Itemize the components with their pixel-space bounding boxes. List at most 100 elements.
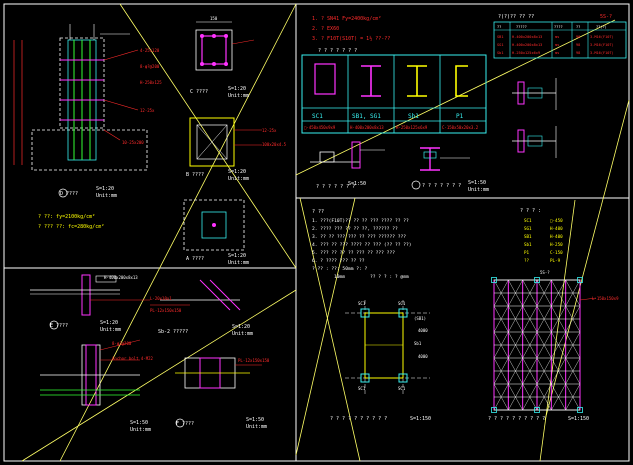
frame-brace <box>536 331 552 359</box>
frame-brace <box>493 305 509 333</box>
general-notes: 1. ???(F10T)?? ?? ?? ??? ???? ?? ?? 2. ?… <box>312 218 412 280</box>
frame-legend-item-5: P1 <box>524 250 530 255</box>
bolt-col-2: ????? <box>516 25 527 29</box>
frame-column <box>534 277 540 283</box>
column-plan-sc1-c: SC1 <box>358 386 366 391</box>
general-note-5: 5. ??? ?? ?? ?? ??? ?? ??? ??? <box>312 250 395 256</box>
general-note-6: 6. ? ???? ??? ?? ?? <box>312 258 365 264</box>
member-table-title: ? ? ? ? ? ? ? <box>318 48 357 54</box>
detail-f-unit: Unit:mm <box>246 424 267 430</box>
frame-brace <box>565 383 581 411</box>
frame-brace <box>522 305 538 333</box>
section-c-title-block: C ???? S=1:20 Unit:mm <box>190 86 249 99</box>
bolt-table-title: ?(?)?? ?? ?? <box>498 14 534 20</box>
bolt-row-3-1: Sb1 <box>497 51 504 55</box>
bolt-row-2-4: 98 <box>576 43 580 47</box>
section-a-title: A ???? <box>186 256 204 262</box>
diagonal-guide-lines <box>21 3 630 462</box>
member-spec-sb1-small: H-250x125x6x9 <box>396 125 428 130</box>
detail-e-unit: Unit:mm <box>100 327 121 333</box>
general-notes-title: ? ?? <box>312 209 324 215</box>
bolt-row-1-1: SB1 <box>497 35 504 39</box>
elev-title-circle <box>58 188 68 198</box>
connection-detail-a <box>310 141 385 169</box>
section-a-title-block: A ???? S=1:20 Unit:mm <box>186 253 249 266</box>
frame-brace <box>551 383 566 411</box>
bolt-table-tag: 5S-? <box>600 14 612 20</box>
connection-detail-b-title: ? ? ? ? ? ? ? S=1:50 Unit:mm <box>411 180 489 193</box>
frame-legend-title: ? ? ? : <box>520 208 541 214</box>
legend-line-2: 2. ? EX60 <box>312 26 339 32</box>
connection-detail-b-circle <box>411 180 421 190</box>
bolt-col-3: ???? <box>554 25 563 29</box>
frame-brace <box>493 279 509 307</box>
general-note-3: 3. ?? ?? ??? ??? ?? ??? ?????? ??? <box>312 234 406 240</box>
frame-brace <box>565 331 581 359</box>
general-note-2: 2. ???? ??? ?? ?? ??, ?????? ?? <box>312 226 398 232</box>
frame-brace <box>522 279 538 307</box>
section-b-notes: 12-25x 100x20x4.5 <box>262 128 287 147</box>
elev-title: D ???? <box>60 191 78 197</box>
column-plan-sc1-b: SC1 <box>398 301 406 306</box>
frame-brace <box>522 383 538 411</box>
bolt-row-3-4: 98 <box>576 51 580 55</box>
column-plan-beam-1: (SB1) <box>414 316 426 321</box>
frame-brace <box>493 357 509 385</box>
member-table <box>301 54 487 134</box>
detail-e-circle <box>49 320 59 330</box>
frame-brace <box>536 305 552 333</box>
section-b-note-1: 12-25x <box>262 128 277 133</box>
section-b-title-block: B ???? S=1:20 Unit:mm <box>186 169 249 182</box>
frame-legend-items: SC1 SG1 SB1 Sb1 P1 ?? <box>524 218 532 263</box>
member-table-specs: □-450x450x9x9 H-400x200x8x13 H-250x125x6… <box>304 125 479 130</box>
detail-f-title-block: F ???? S=1:50 Unit:mm <box>175 417 267 430</box>
frame-column <box>491 277 497 283</box>
section-c-dim: 150 <box>210 16 218 21</box>
material-notes: ? ??: fy=2100kg/cm² ? ??? ??: fc=280kg/c… <box>38 214 104 230</box>
bolt-table <box>493 21 627 59</box>
base-detail-note-1: 8-φ?@200 <box>112 341 132 346</box>
bolt-col-4: ?? <box>576 25 580 29</box>
frame-brace <box>551 357 566 385</box>
frame-top-tag: 5S-? <box>540 270 550 275</box>
section-a-unit: Unit:mm <box>228 260 249 266</box>
sb2-title-block: Sb-2 ????? S=1:20 Unit:mm <box>158 324 253 337</box>
frame-brace <box>551 331 566 359</box>
connection-detail-b-scale: S=1:50 <box>468 180 486 186</box>
detail-e-note: H-400x200x8x13 <box>104 275 138 280</box>
frame-column <box>491 407 497 413</box>
base-detail <box>40 339 141 406</box>
frame-brace <box>508 383 523 411</box>
frame-column <box>534 407 540 413</box>
frame-legend-val-4: H-250 <box>550 242 563 247</box>
frame-brace <box>536 383 552 411</box>
frame-brace <box>565 279 581 307</box>
bolt-table-header: ?? ????? ???? ?? ??(?) <box>497 25 607 29</box>
member-col-sc1: SC1 <box>312 113 323 120</box>
frame-brace <box>565 305 581 333</box>
frame-brace <box>522 331 538 359</box>
bolt-row-2-2: H-400x200x8x13 <box>512 43 542 47</box>
general-note-4: 4. ??? ?? ??? ???? ?? ??? (?? ?? ??) <box>312 242 412 248</box>
member-spec-p1: C-150x50x20x3.2 <box>442 125 479 130</box>
footing-elevation <box>13 24 148 171</box>
frame-title: ? ? ? ? ? ? ? ? ? ? <box>488 416 545 422</box>
connection-detail-b-unit: Unit:mm <box>468 187 489 193</box>
frame-brace <box>551 279 566 307</box>
frame-brace <box>536 279 552 307</box>
frame-legend-val-1: □-450 <box>550 218 563 223</box>
frame-brace <box>508 279 523 307</box>
sb2-unit: Unit:mm <box>232 331 253 337</box>
bolt-row-3-3: ms <box>555 51 559 55</box>
detail-e <box>30 274 150 316</box>
general-note-1: 1. ???(F10T)?? ?? ?? ??? ???? ?? ?? <box>312 218 409 224</box>
frame-legend-item-1: SC1 <box>524 218 532 223</box>
elev-title-block: D ???? S=1:20 Unit:mm <box>58 186 117 199</box>
bolt-row-3-5: 3-M16(F10T) <box>590 51 614 55</box>
frame-scale: S=1:150 <box>568 416 589 422</box>
section-a-scale: S=1:20 <box>228 253 246 259</box>
elev-note-4: 12-25x <box>140 108 155 113</box>
frame-legend-item-3: SB1 <box>524 234 532 239</box>
column-plan-scale: S=1:150 <box>410 416 431 422</box>
